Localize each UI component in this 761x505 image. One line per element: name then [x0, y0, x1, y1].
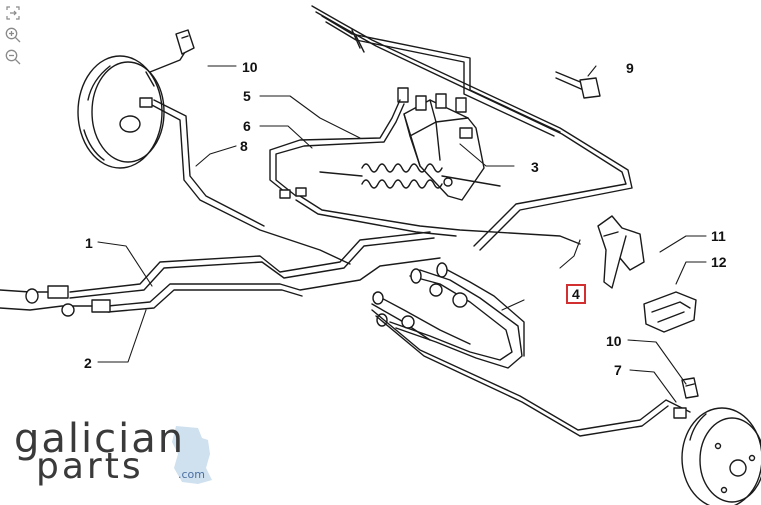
zoom-in-icon[interactable] — [4, 26, 24, 44]
callout-9[interactable]: 9 — [626, 60, 634, 76]
regulator-spring — [319, 163, 501, 189]
callout-12[interactable]: 12 — [711, 254, 727, 270]
callout-6[interactable]: 6 — [243, 118, 251, 134]
flexible-hoses — [371, 262, 525, 369]
rubber-clip — [643, 291, 697, 333]
callout-4-selected[interactable]: 4 — [566, 284, 586, 304]
bolt-9 — [555, 71, 601, 99]
callout-2[interactable]: 2 — [84, 355, 92, 371]
logo-line-2: parts — [36, 446, 144, 487]
upper-pipe-bundle — [311, 5, 633, 251]
clip-10-lower — [681, 377, 699, 399]
callout-10-lower[interactable]: 10 — [606, 333, 622, 349]
clip-10-upper — [175, 29, 195, 55]
zoom-out-icon[interactable] — [4, 48, 24, 66]
callout-7[interactable]: 7 — [614, 362, 622, 378]
callout-11[interactable]: 11 — [711, 228, 726, 244]
pipe-8 — [139, 43, 351, 265]
logo-map-shape-icon — [172, 426, 212, 484]
callout-8[interactable]: 8 — [240, 138, 248, 154]
brake-pressure-regulator — [397, 87, 485, 201]
callout-1[interactable]: 1 — [85, 235, 93, 251]
callout-5[interactable]: 5 — [243, 88, 251, 104]
pipes-1-2 — [0, 231, 441, 317]
rear-right-brake-drum — [681, 407, 761, 505]
pipes-5-6 — [269, 99, 581, 245]
callout-10-upper[interactable]: 10 — [242, 59, 258, 75]
viewer-toolbar — [4, 4, 26, 70]
mounting-bracket — [597, 215, 645, 289]
fullscreen-icon[interactable] — [4, 4, 24, 22]
rear-left-brake-drum — [77, 55, 165, 169]
pipe-7 — [371, 309, 691, 437]
leader-lines — [97, 65, 707, 403]
logo-domain-suffix: .com — [178, 468, 205, 481]
callout-3[interactable]: 3 — [531, 159, 539, 175]
logo-line-1: galician — [14, 416, 186, 462]
